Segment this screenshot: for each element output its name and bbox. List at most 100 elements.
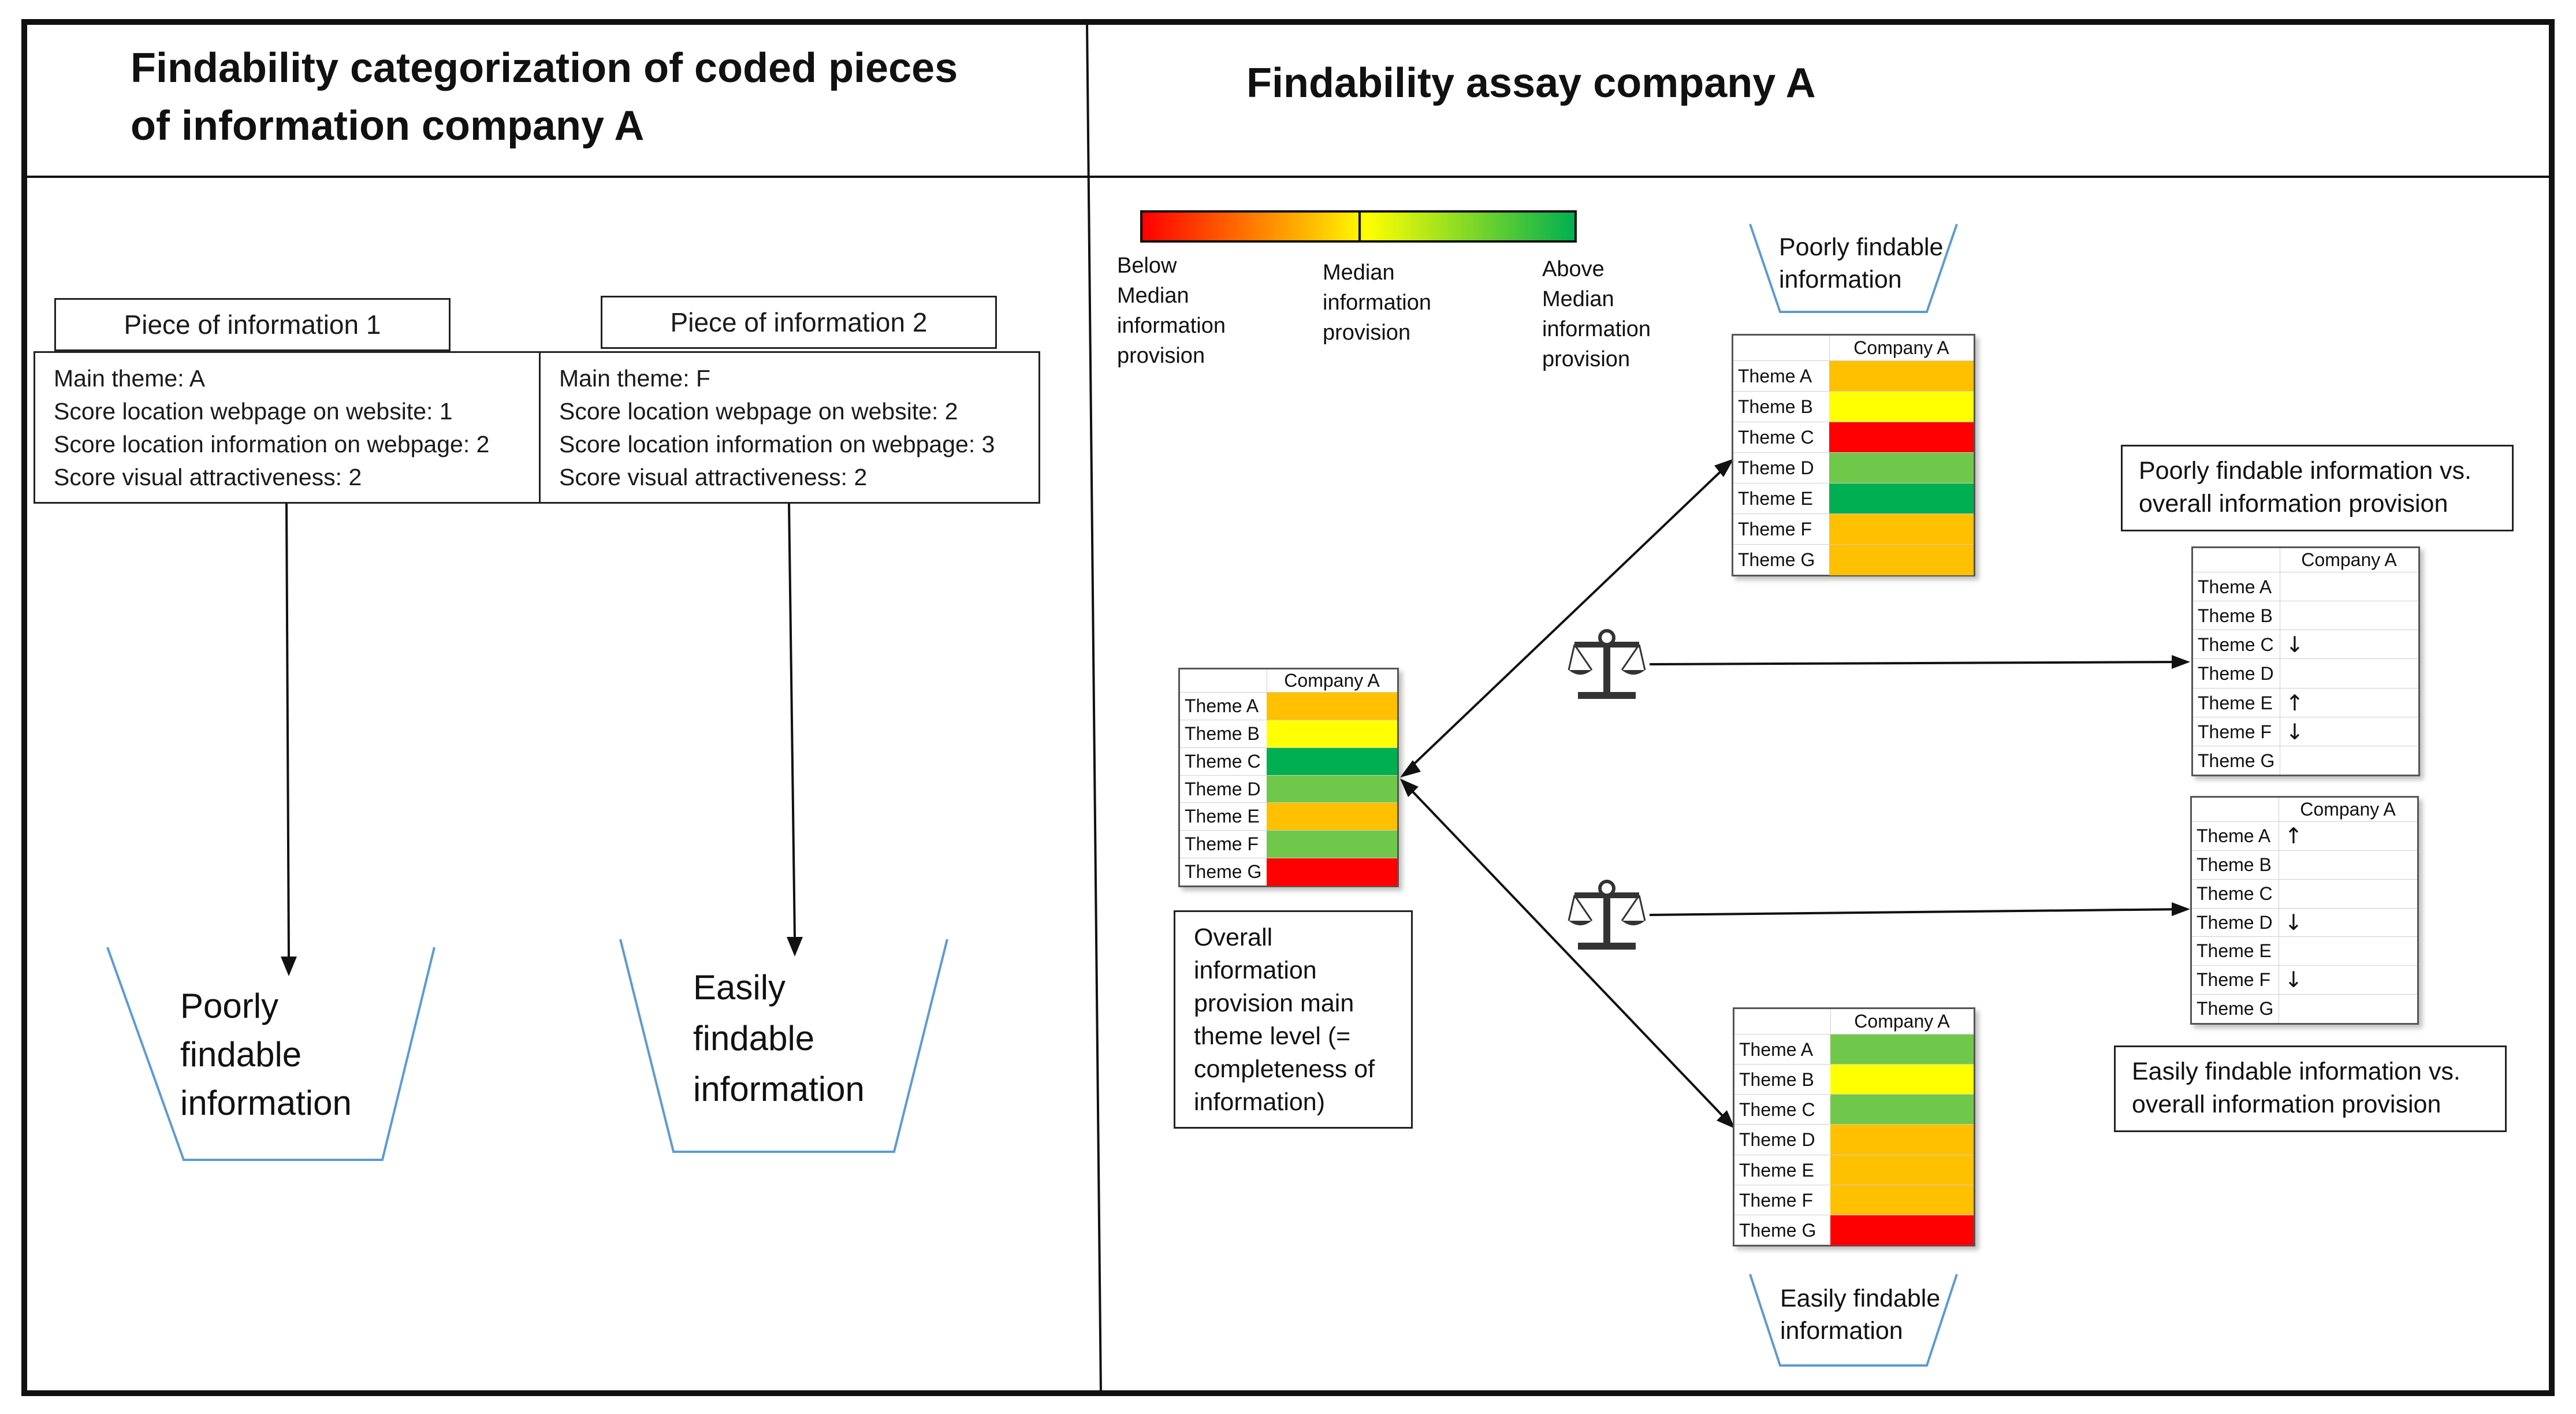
theme-label: Theme C	[2198, 634, 2274, 656]
easily-vs-note-line: Easily findable information vs.	[2132, 1058, 2460, 1085]
legend-median-line: information	[1323, 291, 1431, 315]
overall-note-line: theme level (=	[1194, 1022, 1351, 1050]
theme-label: Theme F	[1739, 1189, 1814, 1211]
legend-above: Above Median information provision	[1542, 254, 1651, 374]
theme-label: Theme F	[1185, 833, 1259, 855]
table-row: Theme A	[2193, 572, 2418, 601]
easily-label-line: Easily findable	[1780, 1285, 1941, 1312]
color-scale-bar	[1140, 210, 1577, 243]
bin-2-line-3: information	[693, 1070, 865, 1108]
table-row: Theme B	[1734, 1064, 1974, 1095]
theme-label: Theme G	[1739, 1219, 1816, 1241]
piece-1-score-information: Score location information on webpage: 2	[54, 431, 490, 457]
legend-above-line: provision	[1542, 347, 1631, 371]
theme-color-cell	[1830, 1065, 1974, 1095]
trend-arrow-icon: ↓	[2284, 967, 2303, 993]
theme-label: Theme E	[1739, 1159, 1814, 1181]
table-row: Theme C↓	[2193, 630, 2418, 659]
overall-information-note: Overall information provision main theme…	[1174, 910, 1413, 1129]
poorly-label-line: information	[1779, 266, 1902, 293]
theme-label: Theme E	[1738, 488, 1813, 509]
theme-label: Theme G	[2197, 998, 2274, 1019]
table-row: Theme G	[1180, 858, 1397, 886]
theme-label: Theme G	[1738, 549, 1815, 570]
theme-color-cell	[1829, 545, 1974, 575]
table-header: Company A	[1284, 670, 1380, 691]
theme-color-cell	[1829, 483, 1974, 514]
theme-label: Theme A	[1738, 366, 1812, 386]
theme-label: Theme B	[1185, 723, 1260, 744]
table-row: Theme F	[1733, 513, 1974, 545]
theme-label: Theme A	[1739, 1039, 1814, 1060]
theme-color-cell	[1830, 1155, 1974, 1185]
theme-label: Theme A	[1185, 695, 1259, 716]
theme-label: Theme D	[1739, 1129, 1815, 1151]
theme-label: Theme F	[2197, 969, 2271, 991]
table-row: Theme C	[2192, 879, 2417, 909]
easily-vs-overall-note: Easily findable information vs. overall …	[2114, 1045, 2507, 1132]
table-row: Theme D	[1180, 775, 1397, 803]
table-header: Company A	[2301, 549, 2397, 570]
theme-label: Theme B	[1738, 396, 1813, 417]
theme-label: Theme F	[1738, 519, 1812, 539]
legend-above-line: information	[1542, 317, 1651, 341]
poorly-findable-label: Poorly findable information	[1779, 231, 1943, 296]
table-row: Theme A	[1733, 360, 1974, 392]
table-row: Theme E	[2192, 936, 2417, 966]
poorly-label-line: Poorly findable	[1779, 233, 1944, 261]
theme-label: Theme C	[2197, 883, 2273, 904]
left-title-line-1: Findability categorization of coded piec…	[131, 45, 958, 91]
theme-color-cell	[1830, 1215, 1974, 1245]
easily-findable-bin: Easily findable information	[693, 962, 865, 1115]
table-row: Theme B	[1733, 391, 1974, 422]
legend-median-line: provision	[1323, 321, 1411, 345]
theme-color-cell	[1829, 361, 1974, 392]
poorly-vs-overall-table: Company A Theme A Theme B Theme C↓ Theme D Th…	[2191, 546, 2420, 776]
piece-2-main-theme: Main theme: F	[559, 365, 711, 392]
theme-label: Theme D	[2198, 663, 2274, 684]
table-row: Theme A↑	[2192, 821, 2417, 851]
bin-1-line-1: Poorly	[180, 987, 279, 1025]
theme-color-cell	[1267, 858, 1397, 886]
overall-note-line: completeness of	[1194, 1055, 1375, 1083]
theme-label: Theme E	[2198, 692, 2273, 713]
theme-color-cell	[1829, 392, 1974, 422]
table-row: Theme D	[1734, 1124, 1974, 1155]
piece-2-details: Main theme: F Score location webpage on …	[539, 351, 1040, 504]
theme-label: Theme G	[2198, 750, 2275, 771]
theme-color-cell	[1830, 1125, 1974, 1155]
theme-color-cell	[1267, 747, 1397, 776]
theme-label: Theme D	[1738, 457, 1814, 478]
table-row: Theme E	[1733, 483, 1974, 514]
theme-color-cell	[1829, 422, 1974, 453]
table-row: Theme E	[1180, 802, 1397, 831]
poorly-vs-note-line: Poorly findable information vs.	[2139, 457, 2472, 485]
trend-arrow-icon: ↓	[2284, 909, 2303, 935]
theme-label: Theme B	[2197, 854, 2272, 875]
table-row: Theme E	[1734, 1154, 1974, 1185]
legend-below-line: information	[1117, 314, 1226, 338]
legend-below: Below Median information provision	[1117, 251, 1226, 371]
table-row: Theme A	[1734, 1034, 1974, 1065]
theme-color-cell	[1267, 693, 1397, 720]
theme-label: Theme D	[2197, 911, 2273, 933]
theme-label: Theme B	[2198, 605, 2273, 627]
overall-note-line: provision main	[1194, 989, 1354, 1017]
piece-2-score-information: Score location information on webpage: 3	[559, 431, 995, 457]
theme-label: Theme A	[2197, 825, 2271, 846]
table-header: Company A	[1854, 1011, 1950, 1032]
poorly-vs-note-line: overall information provision	[2139, 490, 2448, 518]
table-row: Theme G	[1733, 544, 1974, 575]
easily-label-line: information	[1780, 1317, 1903, 1345]
piece-1-label: Piece of information 1	[54, 298, 451, 351]
table-row: Theme G	[2192, 994, 2417, 1024]
table-row: Theme F ↓	[2192, 965, 2417, 995]
table-row: Theme D	[1733, 452, 1974, 483]
table-row: Theme B	[2193, 601, 2418, 630]
piece-2-score-webpage: Score location webpage on website: 2	[559, 398, 958, 425]
table-row: Theme G	[2193, 745, 2418, 775]
balance-scale-icon	[1568, 880, 1646, 950]
theme-label: Theme A	[2198, 576, 2272, 597]
